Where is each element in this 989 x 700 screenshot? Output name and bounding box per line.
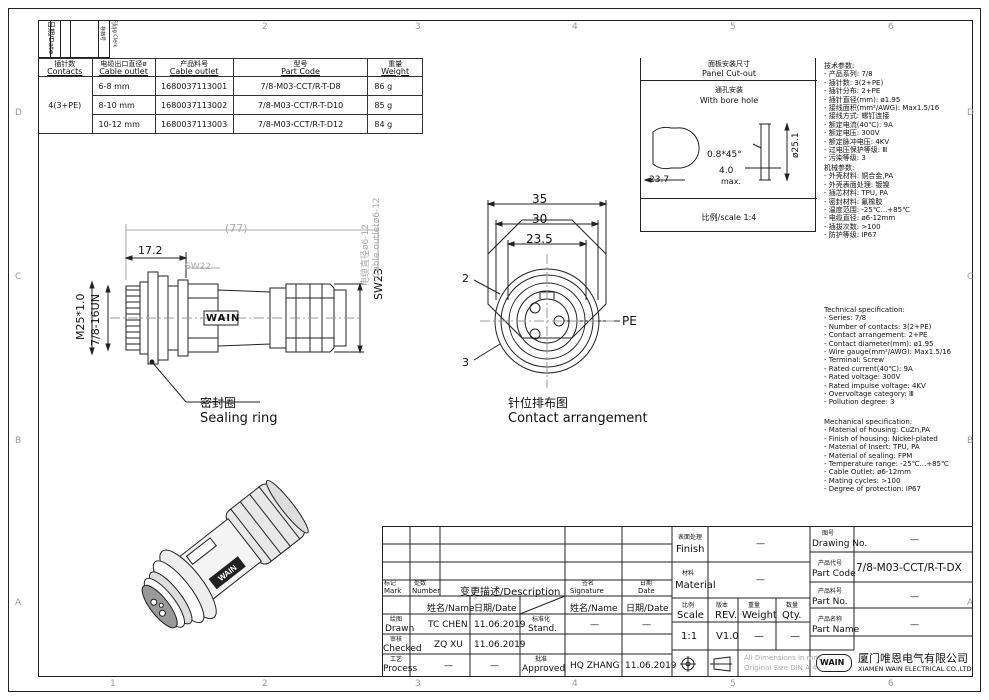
- table-row: 4(3+PE) 6-8 mm 1680037113001 7/8-M03-CCT…: [38, 76, 423, 134]
- pe-label: PE: [622, 314, 637, 328]
- drawn-name: TC CHEN: [428, 620, 468, 630]
- title-block-grid: [382, 526, 973, 677]
- approved-date: 11.06.2019: [625, 661, 677, 671]
- cable-dia-en: Cable outletø6-12: [372, 197, 382, 278]
- contact-arrangement-cn: 针位排布图: [508, 396, 569, 410]
- dim-17-2: 17.2: [138, 244, 163, 257]
- dim-35: 35: [532, 192, 548, 206]
- dim-30: 30: [532, 212, 548, 226]
- panel-cutout-box: 面板安装尺寸 Panel Cut-out 通孔安装 With bore hole…: [640, 58, 817, 232]
- dim-4-0: 4.0: [719, 166, 734, 176]
- tech-spec-cn: 技术参数: - 产品系列: 7/8 - 插针数: 3(2+PE) - 插针分布:…: [824, 62, 940, 163]
- cable-dia-cn: 电缆直径ø6-12: [361, 224, 371, 286]
- projection-symbol-icon: [680, 656, 732, 672]
- side-view-drawing: [89, 224, 379, 403]
- drawing-outer-frame: [8, 8, 981, 692]
- bore-cn: 通孔安装: [715, 86, 743, 94]
- approved-name: HQ ZHANG: [570, 661, 620, 671]
- part-code-value: 7/8-M03-CCT/R-T-DX: [856, 562, 962, 574]
- date-label: 日期/Date: [47, 20, 56, 55]
- filing-label: 存档号: [99, 25, 106, 42]
- filing-en-label: Filing Clerk: [111, 19, 118, 48]
- drawn-date: 11.06.2019: [474, 620, 526, 630]
- mech-spec-en: Mechanical specification: - Material of …: [824, 418, 949, 494]
- tech-spec-en: Technical specification: - Series: 7/8 -…: [824, 306, 952, 407]
- dim-thread-m25: M25*1.0: [74, 293, 87, 340]
- dim-sw22: SW22: [185, 262, 212, 272]
- dim-thread-78: 7/8-16UN: [89, 294, 102, 346]
- front-view-drawing: [473, 200, 620, 388]
- company-name-cn: 厦门唯恩电气有限公司: [858, 652, 968, 665]
- dim-25-1: ø25.1: [791, 132, 801, 158]
- sealing-ring-en: Sealing ring: [200, 411, 278, 426]
- checked-date: 11.06.2019: [474, 640, 526, 650]
- checked-name: ZQ XU: [434, 640, 463, 650]
- panel-scale: 比例/scale 1:4: [701, 213, 757, 222]
- dim-overall-length: (77): [225, 222, 248, 235]
- pin-2-label: 2: [462, 272, 469, 285]
- dim-chamfer: 0.8*45°: [707, 150, 742, 160]
- panel-title-en: Panel Cut-out: [701, 69, 757, 78]
- company-name-en: XIAMEN WAIN ELECTRICAL CO.,LTD: [858, 665, 972, 673]
- title-block: 标记 Mark 处数 Number 变更描述/Description 签名 Si…: [382, 526, 973, 677]
- dim-23-5: 23.5: [526, 232, 553, 246]
- table-row: 8-10 mm 1680037113002 7/8-M03-CCT/R-T-D1…: [38, 95, 423, 115]
- contact-arrangement-en: Contact arrangement: [508, 411, 648, 426]
- sealing-ring-cn: 密封圈: [200, 396, 237, 410]
- table-row: 10-12 mm 1680037113003 7/8-M03-CCT/R-T-D…: [38, 114, 423, 134]
- revision-box: 日期/Date 存档号 Filing Clerk: [38, 20, 117, 58]
- pin-3-label: 3: [462, 356, 469, 369]
- side-view-logo: WAIN: [206, 313, 241, 324]
- panel-cutout-drawing: [643, 122, 790, 183]
- dim-max: max.: [721, 177, 741, 186]
- company-logo: WAIN: [816, 654, 852, 672]
- panel-title-cn: 面板安装尺寸: [708, 60, 750, 68]
- dim-23-7: 23.7: [649, 175, 670, 185]
- isometric-view-drawing: WAIN: [141, 479, 309, 629]
- mech-spec-cn: 机械参数: - 外壳材料: 铜合金,PA - 外壳表面处理: 镀镍 - 插芯材料…: [824, 164, 910, 240]
- bore-en: With bore hole: [699, 96, 759, 105]
